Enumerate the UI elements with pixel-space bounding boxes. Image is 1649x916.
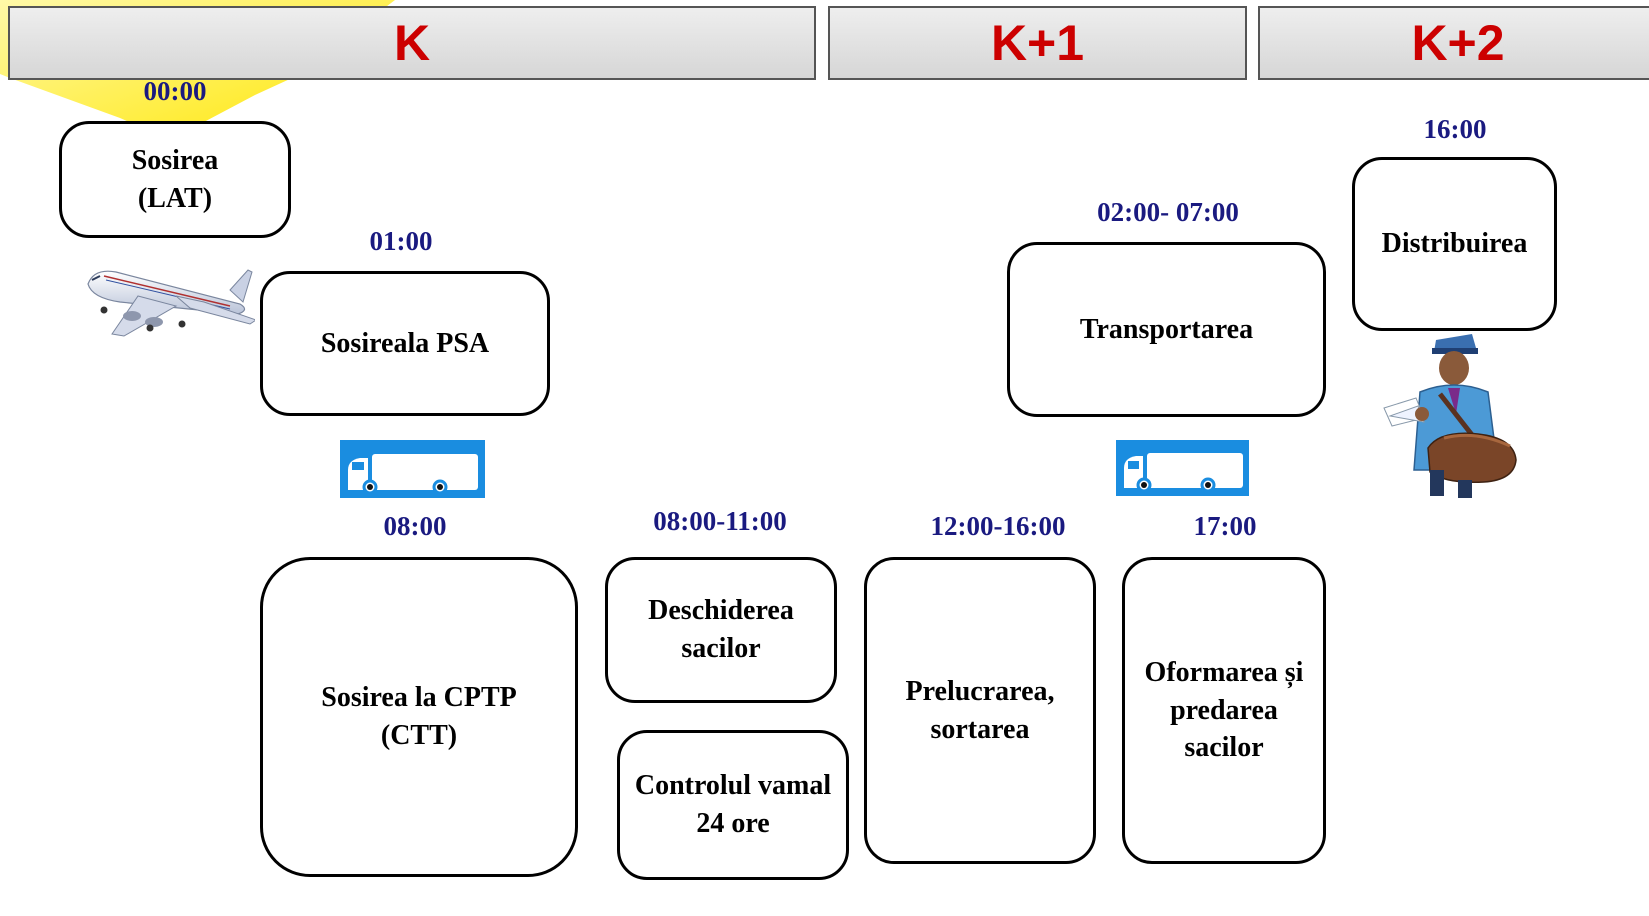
step-label: Distribuirea [1381,228,1528,260]
step-label: Deschiderea sacilor [648,595,794,664]
time-label-opening: 08:00-11:00 [653,506,787,536]
step-customs-control: Controlul vamal 24 ore [617,730,849,880]
truck-icon [1116,440,1249,496]
step-dispatch-bags: Oformarea și predarea sacilor [1122,557,1326,864]
day-header-k: K [8,6,816,80]
step-processing-sorting: Prelucrarea, sortarea [864,557,1096,864]
postman-icon [1383,334,1517,498]
airplane-icon [87,269,255,337]
step-arrival-lat: Sosirea (LAT) [59,121,291,238]
time-label-distribution: 16:00 [1423,114,1487,144]
time-label-arrival-psa: 01:00 [369,226,433,256]
step-distribution: Distribuirea [1352,157,1557,331]
time-label-arrival-cptp: 08:00 [383,511,447,541]
step-label: Sosirea la CPTP (CTT) [321,682,517,751]
time-label-arrival-lat: 00:00 [143,76,207,106]
step-label: Transportarea [1079,313,1254,345]
day-header-k-plus-1: K+1 [828,6,1247,80]
step-label: Prelucrarea, sortarea [905,675,1055,745]
step-label: Sosireala PSA [320,327,490,359]
step-label: Controlul vamal 24 ore [634,770,832,839]
day-header-k-plus-2: K+2 [1258,6,1649,80]
time-label-processing: 12:00-16:00 [930,511,1066,541]
step-label: Sosirea (LAT) [131,144,219,214]
time-label-dispatch: 17:00 [1193,511,1257,541]
step-arrival-psa: Sosireala PSA [260,271,550,416]
step-label: Oformarea și predarea sacilor [1144,656,1304,764]
step-arrival-cptp: Sosirea la CPTP (CTT) [260,557,578,877]
time-label-transport: 02:00- 07:00 [1097,197,1239,227]
step-transportation: Transportarea [1007,242,1326,417]
step-opening-bags: Deschiderea sacilor [605,557,837,703]
truck-icon [340,440,485,498]
